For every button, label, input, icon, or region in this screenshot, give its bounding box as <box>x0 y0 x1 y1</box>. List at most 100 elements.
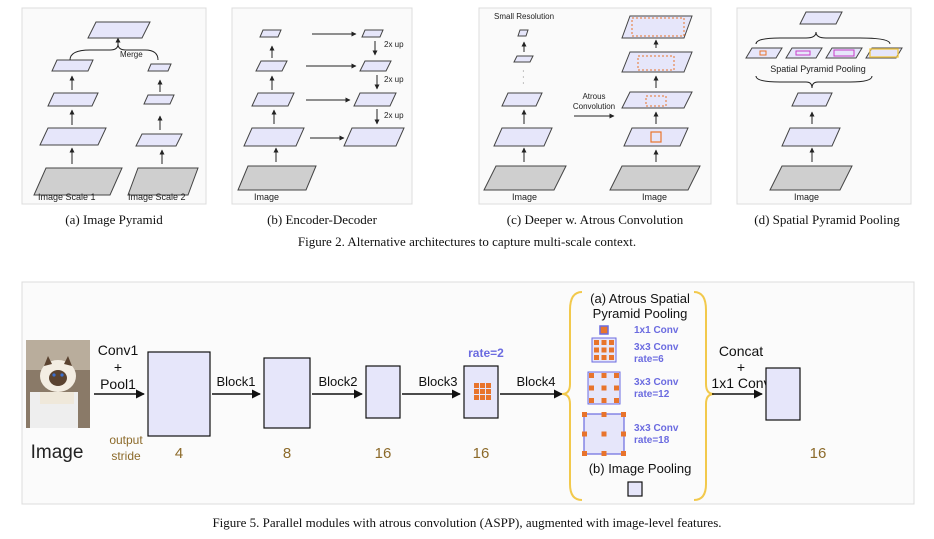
aspp-branch-1x1 <box>599 325 609 335</box>
panel-a-caption: (a) Image Pyramid <box>65 212 163 227</box>
svg-text:·: · <box>522 67 525 76</box>
feature-layer <box>47 92 99 107</box>
aspp-branch-label: 1x1 Conv <box>634 325 679 336</box>
aspp-branch-rate: rate=18 <box>634 435 670 446</box>
atrous-kernel-rate2 <box>474 383 491 400</box>
input-image-layer <box>483 165 567 191</box>
feature-layer <box>135 133 183 147</box>
stride-value: 4 <box>175 445 183 462</box>
image-pooling-label: (b) Image Pooling <box>589 461 692 476</box>
svg-text:·: · <box>522 73 525 82</box>
image-label: Image <box>31 442 84 463</box>
stride-value: 16 <box>375 445 392 462</box>
output-stride-label: stride <box>111 449 141 463</box>
image-label: Image <box>512 192 537 202</box>
panel-c-diagram: · · · <box>483 15 701 191</box>
panel-b-caption: (b) Encoder-Decoder <box>267 212 377 227</box>
panel-d-diagram <box>745 11 903 191</box>
image-label: Image <box>642 192 667 202</box>
atrous-label: Atrous <box>582 92 605 101</box>
feature-map-stride8 <box>263 357 311 429</box>
image-scale2-label: Image Scale 2 <box>128 192 186 202</box>
image-pooling-box <box>627 481 643 497</box>
block1-label: Block1 <box>216 374 255 389</box>
atrous-layer <box>621 15 693 39</box>
merged-layer <box>87 21 151 39</box>
feature-layer <box>147 63 172 72</box>
aspp-branch-label: 3x3 Conv <box>634 423 679 434</box>
aspp-branch-rate: rate=6 <box>634 354 664 365</box>
pooled-map <box>745 47 783 59</box>
block2-label: Block2 <box>318 374 357 389</box>
feature-layer <box>493 127 553 147</box>
figure5-caption: Figure 5. Parallel modules with atrous c… <box>212 515 721 530</box>
feature-layer <box>143 94 175 105</box>
plus-label: + <box>737 359 745 375</box>
feature-layer <box>51 59 94 72</box>
feature-layer <box>781 127 841 147</box>
atrous-layer <box>621 91 693 109</box>
feature-layer <box>501 92 543 107</box>
encoder-layer <box>251 92 295 107</box>
feature-layer <box>791 92 833 107</box>
feature-map-stride4 <box>147 351 211 437</box>
decoder-layer <box>343 127 405 147</box>
encoder-layer <box>243 127 305 147</box>
block4-label: Block4 <box>516 374 555 389</box>
image-label: Image <box>794 192 819 202</box>
svg-text:·: · <box>522 79 525 88</box>
atrous-kernel <box>645 95 667 107</box>
aspp-branch-rate6 <box>591 337 617 363</box>
upsample-label: 2x up <box>384 40 404 49</box>
feature-map-stride16 <box>365 365 401 419</box>
aspp-title: (a) Atrous Spatial <box>590 291 690 306</box>
aspp-left-brace <box>561 291 583 501</box>
conv1x1-label: 1x1 Conv <box>711 375 770 391</box>
pool1-label: Pool1 <box>100 376 136 392</box>
plus-label: + <box>114 359 122 375</box>
output-layer <box>799 11 843 25</box>
atrous-kernel <box>631 17 685 37</box>
figure2-caption: Figure 2. Alternative architectures to c… <box>298 234 636 249</box>
encoder-layer <box>255 60 288 72</box>
atrous-layer <box>621 51 693 73</box>
feature-layer <box>517 29 529 37</box>
feature-layer <box>39 127 107 146</box>
decoder-layer <box>361 29 384 38</box>
image-label: Image <box>254 192 279 202</box>
atrous-kernel <box>637 55 675 71</box>
conv1-label: Conv1 <box>98 342 139 358</box>
panel-b-diagram <box>237 29 405 191</box>
image-scale2-layer <box>127 167 199 196</box>
concat-label: Concat <box>719 343 763 359</box>
block3-label: Block3 <box>418 374 457 389</box>
panel-c-caption: (c) Deeper w. Atrous Convolution <box>507 212 684 227</box>
decoder-layer <box>359 60 392 72</box>
spp-label: Spatial Pyramid Pooling <box>770 64 866 74</box>
input-image-layer <box>609 165 701 191</box>
convolution-label: Convolution <box>573 102 615 111</box>
aspp-branch-rate18 <box>582 412 626 456</box>
encoder-layer <box>259 29 282 38</box>
stride-value: 16 <box>473 445 490 462</box>
aspp-branch-rate: rate=12 <box>634 389 670 400</box>
aspp-branch-label: 3x3 Conv <box>634 342 679 353</box>
output-feature-map <box>765 367 801 421</box>
decoder-layer <box>353 92 397 107</box>
aspp-branch-label: 3x3 Conv <box>634 377 679 388</box>
pooled-map <box>785 47 823 59</box>
feature-layer <box>513 55 534 63</box>
aspp-title: Pyramid Pooling <box>593 306 688 321</box>
spp-upper-brace <box>755 31 891 45</box>
stride-value: 16 <box>810 445 827 462</box>
spp-lower-brace <box>755 75 873 89</box>
image-scale1-layer <box>33 167 123 196</box>
panel-d-caption: (d) Spatial Pyramid Pooling <box>754 212 900 227</box>
panel-a-diagram <box>33 21 199 196</box>
input-image-layer <box>237 165 317 191</box>
image-scale1-label: Image Scale 1 <box>38 192 96 202</box>
stride-value: 8 <box>283 445 291 462</box>
upsample-label: 2x up <box>384 75 404 84</box>
